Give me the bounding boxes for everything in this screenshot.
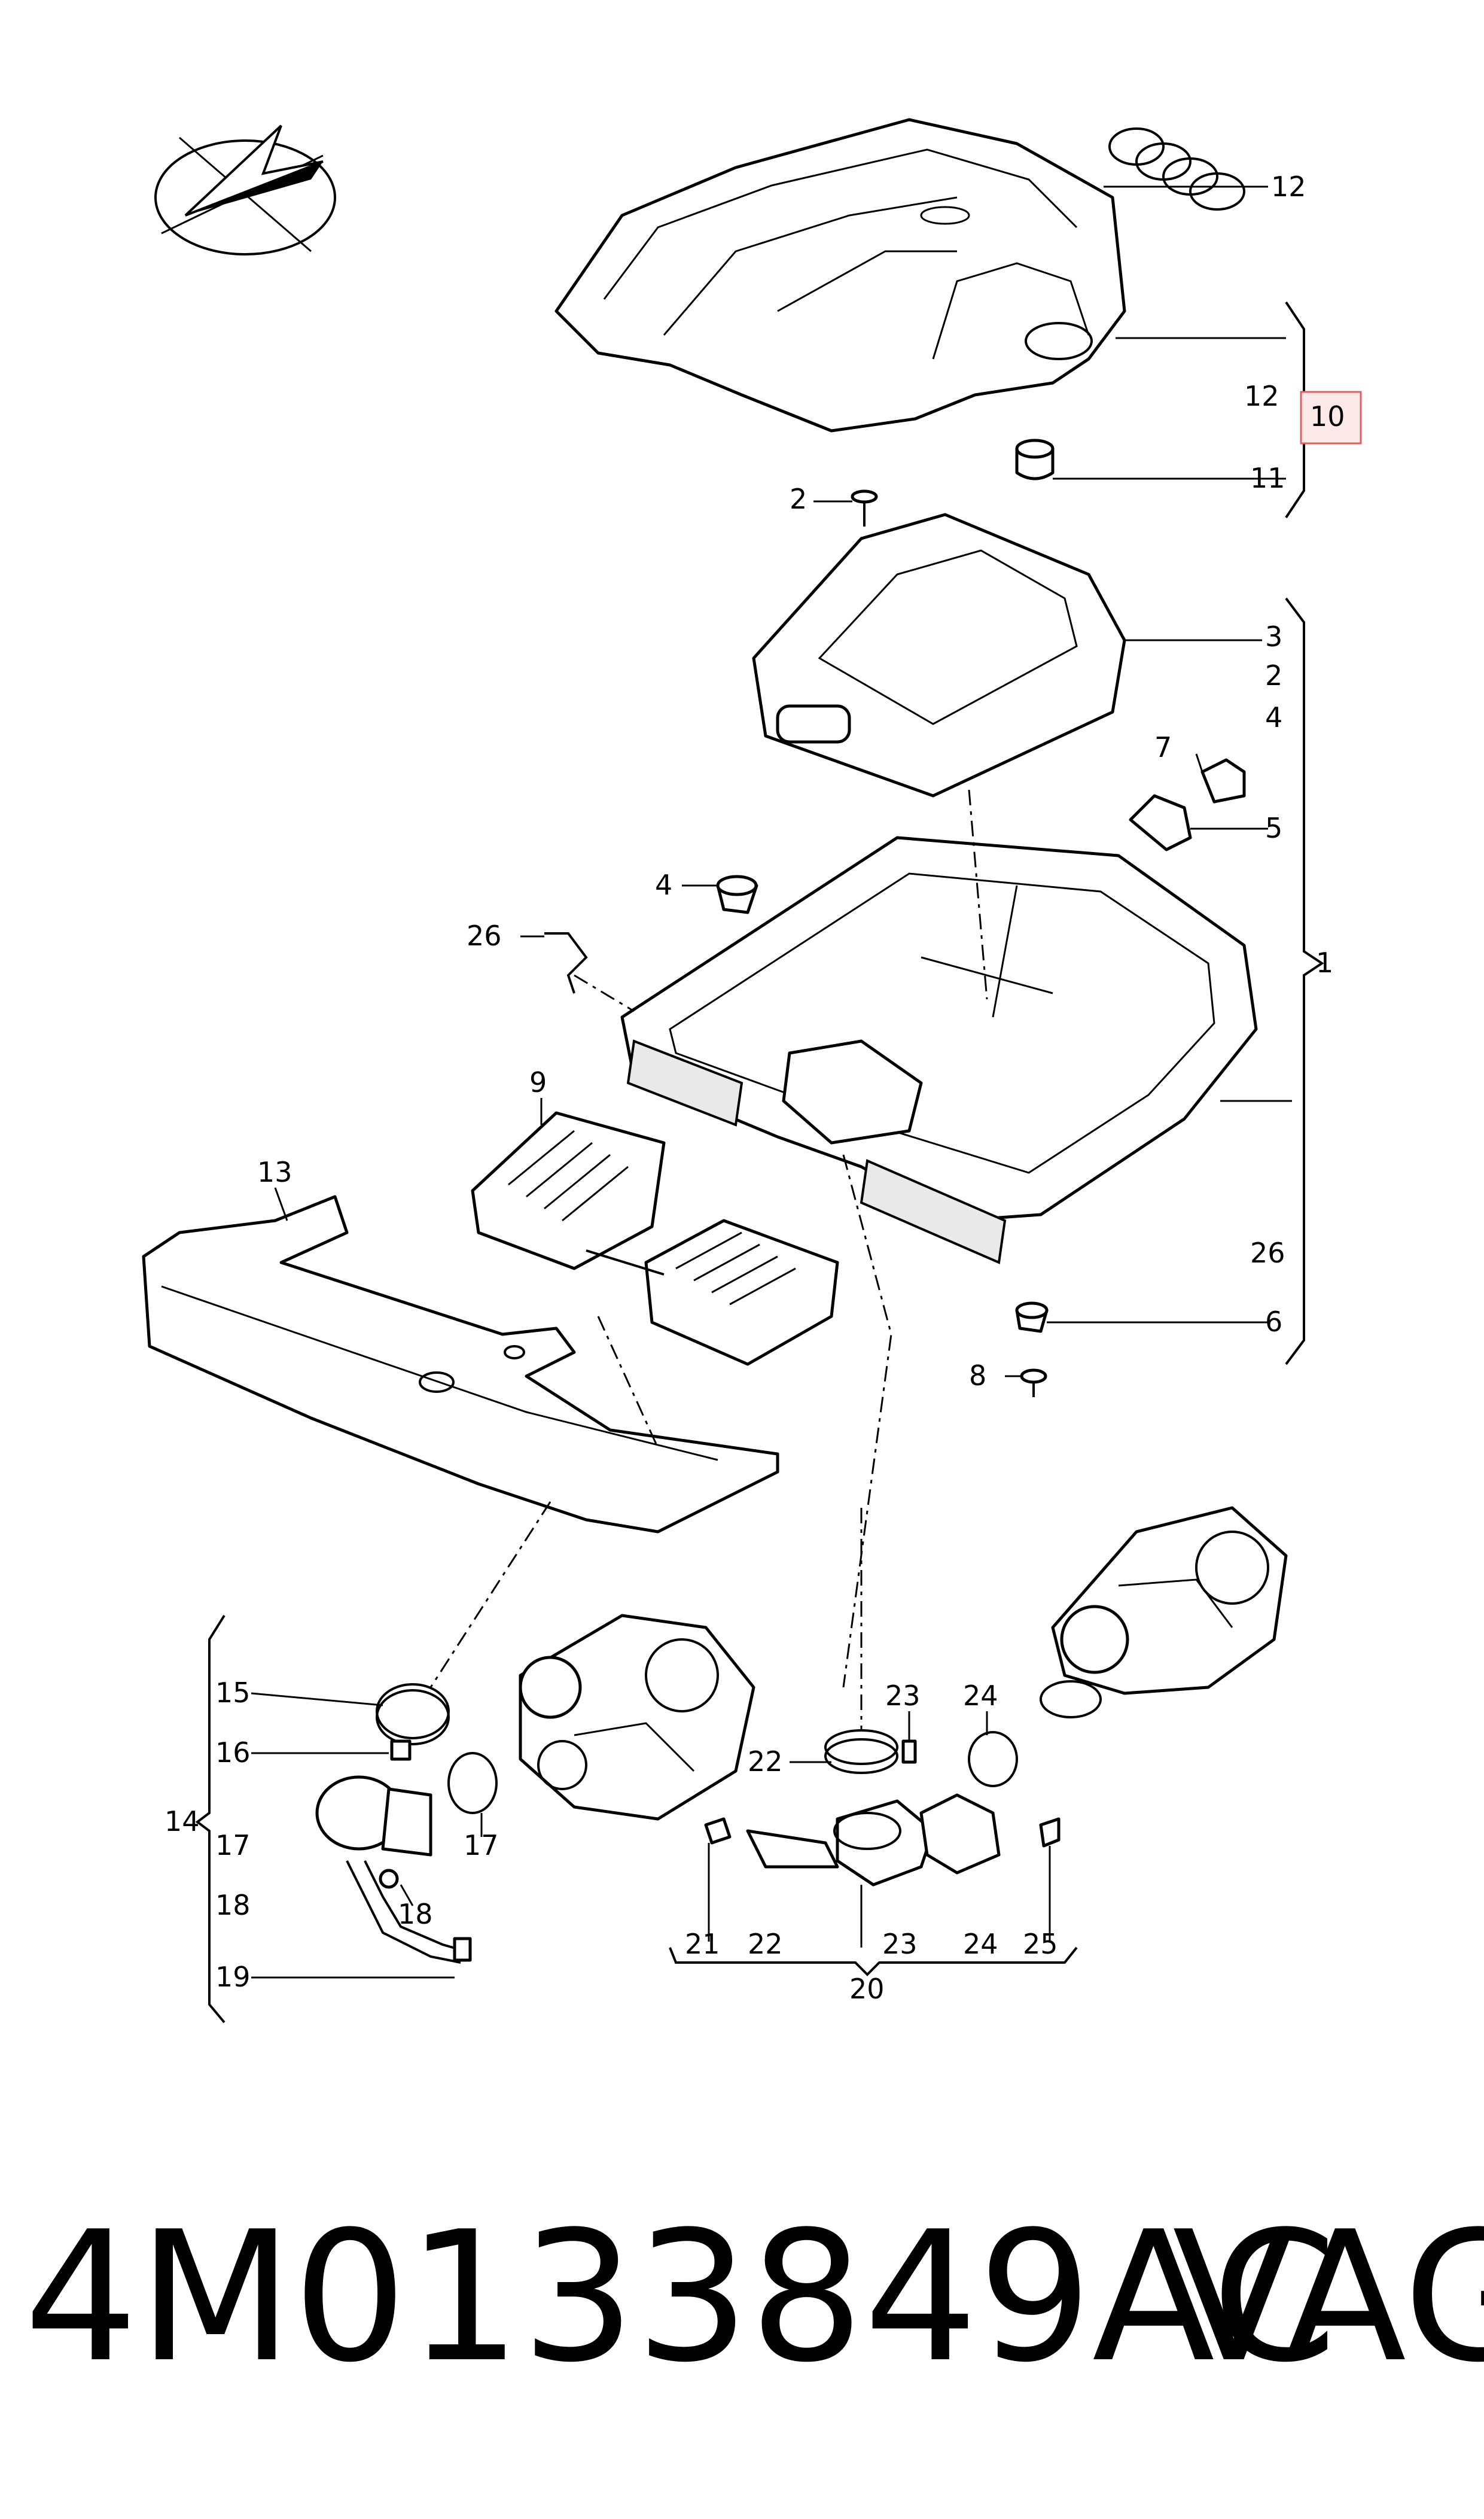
callout-13: 13 xyxy=(257,1156,292,1188)
callout-26-hose: 26 xyxy=(467,920,502,952)
air-box-lid xyxy=(752,513,1126,798)
clip-7 xyxy=(1200,758,1246,804)
grommet-11 xyxy=(1015,439,1055,480)
valve-assembly-14 xyxy=(315,1739,472,1964)
grommet-4 xyxy=(716,875,758,914)
callout-4-grommet: 4 xyxy=(655,869,672,901)
callout-17-ring: 17 xyxy=(464,1829,499,1861)
air-box-housing xyxy=(620,836,1258,1264)
callout-26-group: 26 xyxy=(1250,1237,1285,1269)
callout-24-top: 24 xyxy=(963,1680,998,1712)
screw-8 xyxy=(1020,1368,1047,1397)
highlight-box-10 xyxy=(1300,391,1362,445)
group-bracket-1 xyxy=(1285,597,1324,1365)
leader-lines xyxy=(251,185,1292,1979)
callout-6: 6 xyxy=(1265,1306,1282,1338)
callout-1: 1 xyxy=(1316,947,1333,979)
callout-20: 20 xyxy=(849,1973,885,2005)
callout-5: 5 xyxy=(1265,812,1282,844)
callout-11: 11 xyxy=(1250,462,1285,494)
callout-2-screw: 2 xyxy=(790,483,807,515)
callout-21: 21 xyxy=(685,1928,720,1960)
callout-22-group: 22 xyxy=(748,1928,783,1960)
callout-2-group: 2 xyxy=(1265,659,1282,692)
emblem-rings xyxy=(1108,127,1245,211)
callout-12-top: 12 xyxy=(1271,171,1306,203)
callout-16: 16 xyxy=(215,1736,251,1769)
part-caption: 4M0133849AC VAG xyxy=(24,2193,1484,2402)
callout-14: 14 xyxy=(164,1805,200,1837)
orientation-compass-icon xyxy=(154,124,336,255)
callout-22-clamp: 22 xyxy=(748,1745,783,1778)
callout-19: 19 xyxy=(215,1961,251,1993)
callout-23-top: 23 xyxy=(885,1680,921,1712)
callout-4-group: 4 xyxy=(1265,701,1282,734)
left-turbocharger xyxy=(519,1614,755,1821)
callout-17-group: 17 xyxy=(215,1829,251,1861)
callout-23-group: 23 xyxy=(882,1928,918,1960)
callout-18-group: 18 xyxy=(215,1889,251,1921)
callout-7: 7 xyxy=(1154,731,1172,763)
callout-9: 9 xyxy=(529,1066,547,1099)
callout-18-part: 18 xyxy=(398,1898,433,1930)
bracket-5 xyxy=(1129,794,1192,851)
dashed-assembly-lines xyxy=(429,789,988,1729)
seal-ring-17 xyxy=(447,1752,498,1814)
callout-25: 25 xyxy=(1023,1928,1058,1960)
right-turbocharger xyxy=(1040,1506,1288,1718)
callout-12-group: 12 xyxy=(1244,380,1279,412)
cover-plate-13 xyxy=(142,1195,779,1534)
callout-8: 8 xyxy=(969,1359,986,1392)
group-bracket-20 xyxy=(669,1946,1078,1976)
callout-10: 10 xyxy=(1310,400,1345,433)
exploded-parts-diagram: 12 12 10 11 2 3 2 4 7 5 4 26 1 9 13 26 6… xyxy=(142,118,1362,2024)
grommet-6 xyxy=(1015,1301,1049,1333)
clamp-15 xyxy=(376,1683,450,1745)
callout-24-group: 24 xyxy=(963,1928,998,1960)
callout-15: 15 xyxy=(215,1677,251,1709)
group-bracket-14 xyxy=(195,1614,226,2024)
screw-2 xyxy=(851,489,878,527)
brand-name: VAG xyxy=(1172,2193,1484,2402)
engine-cover xyxy=(554,118,1126,433)
callout-labels: 12 12 10 11 2 3 2 4 7 5 4 26 1 9 13 26 6… xyxy=(164,171,1345,2005)
hose-26 xyxy=(544,932,588,994)
callout-3: 3 xyxy=(1265,620,1282,653)
intercooler-duct-9 xyxy=(471,1111,839,1366)
hose-assembly-20 xyxy=(704,1729,1061,1887)
part-number: 4M0133849AC xyxy=(24,2193,1337,2402)
